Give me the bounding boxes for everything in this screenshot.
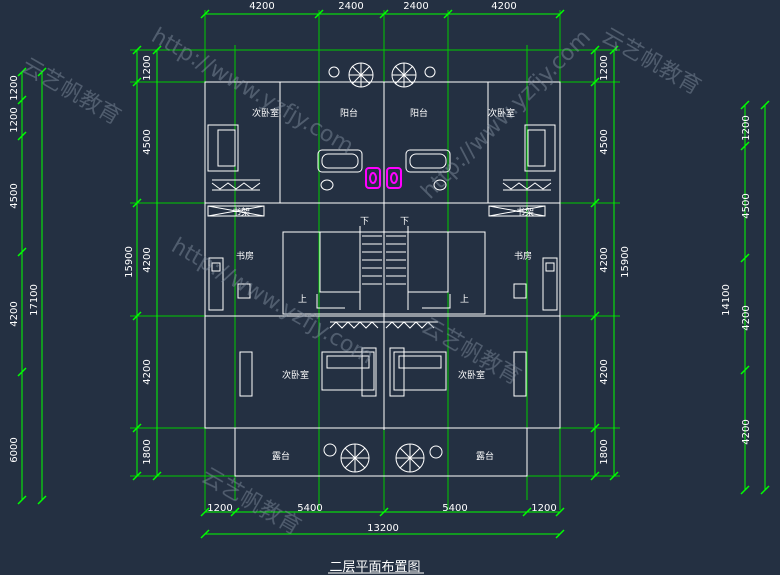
room-label: 阳台 [410, 107, 428, 119]
room-label: 次卧室 [282, 369, 309, 381]
bed-top-right [502, 124, 556, 191]
dim-left-inner-total: 15900 [124, 246, 135, 278]
dim-right-inner: 1800 [599, 439, 610, 464]
dim-right-outer: 4500 [741, 193, 752, 218]
bed-bottom-left [239, 347, 377, 397]
dim-bottom: 1200 [531, 503, 556, 514]
dim-left-inner: 4200 [142, 247, 153, 272]
dim-left-inner: 4500 [142, 129, 153, 154]
dim-top: 2400 [403, 1, 428, 12]
dim-bottom-total: 13200 [367, 523, 399, 534]
stair-direction: 下 [400, 217, 409, 227]
dim-top: 2400 [338, 1, 363, 12]
dim-right-outer-total: 14100 [721, 284, 732, 316]
plant-icon [328, 62, 436, 88]
dim-left-inner: 1200 [142, 55, 153, 80]
sink-highlight [365, 167, 402, 189]
bed-top-left [207, 124, 261, 191]
plant-icon [323, 443, 443, 473]
dim-right-outer: 4200 [741, 419, 752, 444]
dim-left-outer: 1200 [9, 75, 20, 100]
dim-right-outer: 4200 [741, 305, 752, 330]
dim-left-outer-total: 17100 [29, 284, 40, 316]
dim-left-outer: 6000 [9, 437, 20, 462]
staircase [316, 226, 451, 329]
room-label: 露台 [272, 450, 290, 462]
stair-direction: 下 [360, 217, 369, 227]
dim-left-outer: 1200 [9, 107, 20, 132]
room-label: 书架 [232, 207, 250, 218]
dim-right-inner: 4200 [599, 359, 610, 384]
walls [204, 81, 561, 477]
dim-left-inner: 1800 [142, 439, 153, 464]
dim-bottom: 1200 [207, 503, 232, 514]
room-label: 书房 [236, 250, 254, 262]
room-label: 露台 [476, 450, 494, 462]
room-label: 次卧室 [252, 107, 279, 119]
dim-left-outer: 4500 [9, 183, 20, 208]
dim-top: 4200 [249, 1, 274, 12]
bookshelf-left [207, 205, 265, 217]
stair-direction: 上 [460, 294, 469, 305]
dim-right-inner-total: 15900 [620, 246, 631, 278]
bathroom-fixtures [317, 149, 451, 191]
drawing-title: 二层平面布置图 [329, 560, 420, 575]
dim-right-inner: 4200 [599, 247, 610, 272]
bed-bottom-right [389, 347, 527, 397]
dim-right-inner: 4500 [599, 129, 610, 154]
dimension-lines [21, 13, 766, 535]
study-desk-left [208, 257, 251, 311]
room-label: 书架 [516, 207, 534, 218]
room-label: 次卧室 [458, 369, 485, 381]
room-label: 书房 [514, 250, 532, 262]
dim-bottom: 5400 [297, 503, 322, 514]
study-desk-right [513, 257, 558, 311]
room-labels: 次卧室 阳台 阳台 次卧室 书架 书架 书房 书房 下 下 上 上 次卧室 次卧… [232, 107, 534, 462]
dim-top: 4200 [491, 1, 516, 12]
dimension-text: 4200 2400 2400 4200 1200 5400 5400 1200 … [9, 1, 752, 534]
bookshelf-right [488, 205, 546, 217]
dim-left-inner: 4200 [142, 359, 153, 384]
dim-left-outer: 4200 [9, 301, 20, 326]
room-label: 阳台 [340, 107, 358, 119]
dimension-ticks [17, 9, 770, 539]
room-label: 次卧室 [488, 107, 515, 119]
stair-direction: 上 [298, 294, 307, 305]
dim-right-inner: 1200 [599, 55, 610, 80]
dim-bottom: 5400 [442, 503, 467, 514]
dim-right-outer: 1200 [741, 115, 752, 140]
